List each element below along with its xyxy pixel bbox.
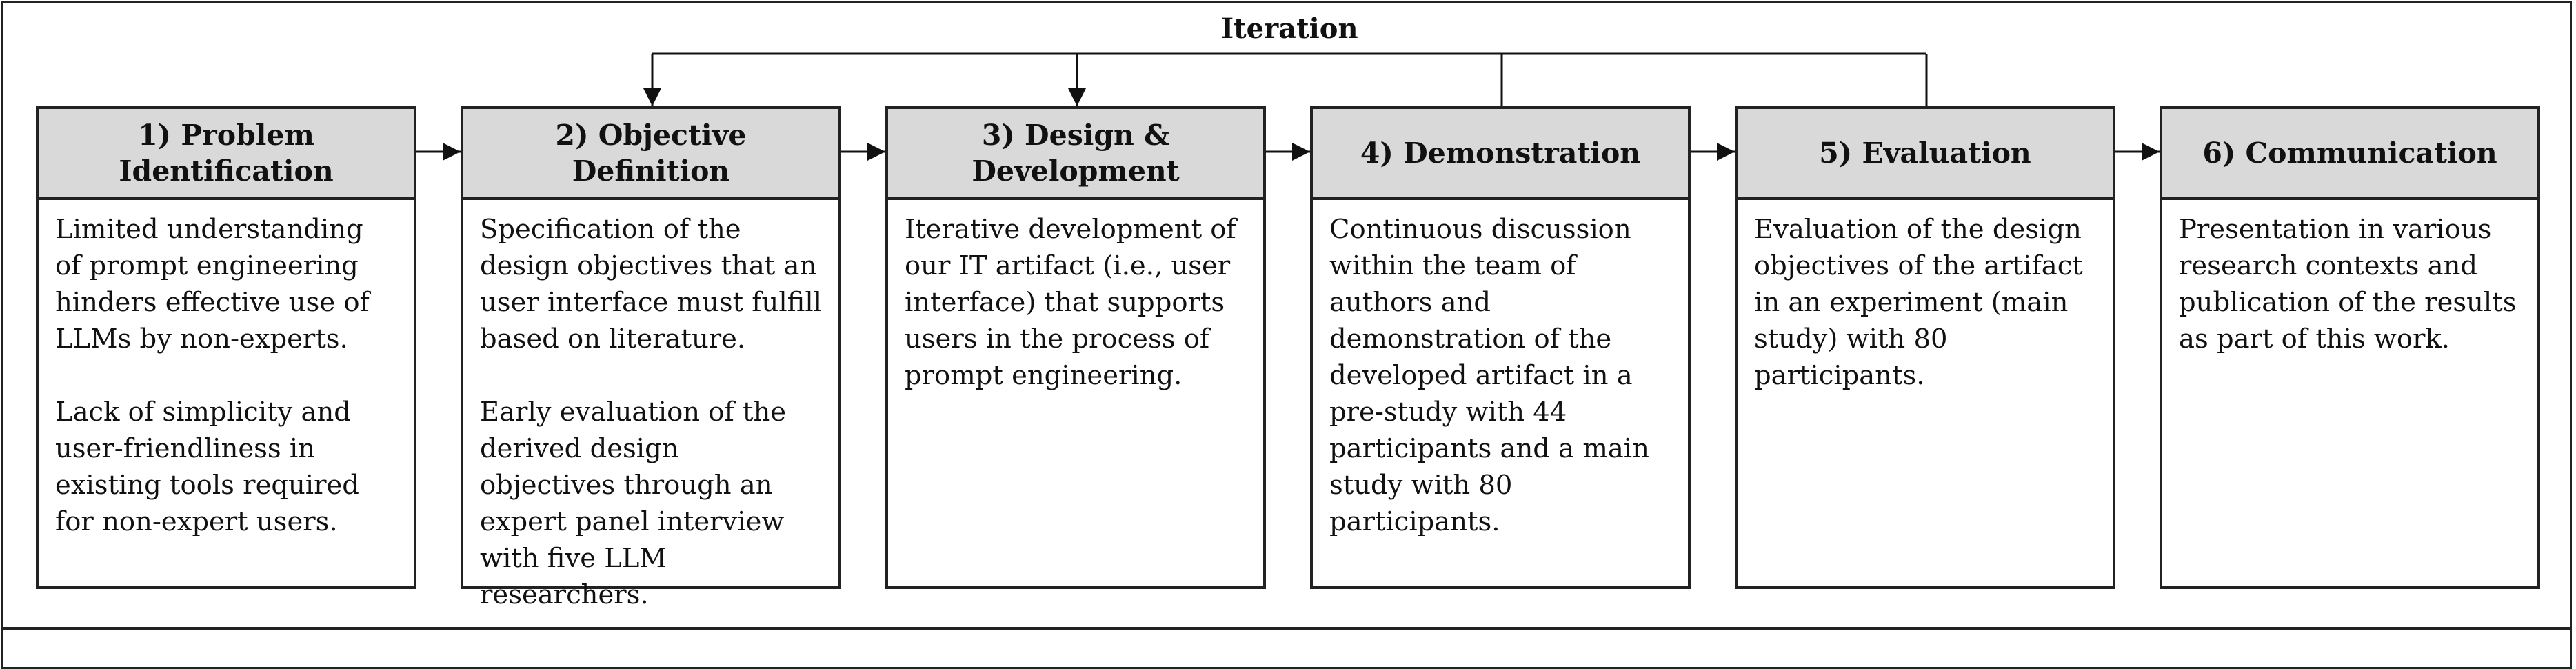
step-objective-definition: 2) Objective Definition Specification of…	[461, 106, 841, 610]
step-description: Evaluation of the design objectives of t…	[1738, 200, 2113, 394]
step-paragraph: Early evaluation of the derived design o…	[480, 397, 787, 610]
step-description: Limited understanding of prompt engineer…	[39, 200, 414, 540]
step-paragraph: Specification of the design objectives t…	[480, 214, 822, 355]
step-paragraph: Evaluation of the design objectives of t…	[1754, 214, 2083, 391]
step-description: Specification of the design objectives t…	[463, 200, 838, 613]
step-paragraph: Continuous discussion within the team of…	[1329, 214, 1649, 537]
step-paragraph: Limited understanding of prompt engineer…	[55, 214, 370, 355]
step-description: Iterative development of our IT artifact…	[888, 200, 1263, 394]
step-title: 5) Evaluation	[1738, 109, 2113, 200]
step-paragraph: Presentation in various research context…	[2179, 214, 2517, 355]
step-description: Continuous discussion within the team of…	[1313, 200, 1688, 540]
step-communication: 6) Communication Presentation in various…	[2160, 106, 2540, 589]
step-evaluation: 5) Evaluation Evaluation of the design o…	[1735, 106, 2115, 589]
iteration-label: Iteration	[1220, 12, 1358, 45]
step-design-development: 3) Design & Development Iterative develo…	[885, 106, 1266, 589]
step-demonstration: 4) Demonstration Continuous discussion w…	[1310, 106, 1691, 589]
step-title: 1) Problem Identification	[39, 109, 414, 200]
step-title: 6) Communication	[2162, 109, 2537, 200]
step-problem-identification: 1) Problem Identification Limited unders…	[36, 106, 416, 589]
step-paragraph: Iterative development of our IT artifact…	[905, 214, 1236, 391]
step-title: 3) Design & Development	[888, 109, 1263, 200]
step-paragraph: Lack of simplicity and user-friendliness…	[55, 397, 359, 537]
step-title: 4) Demonstration	[1313, 109, 1688, 200]
step-description: Presentation in various research context…	[2162, 200, 2537, 357]
step-title: 2) Objective Definition	[463, 109, 838, 200]
